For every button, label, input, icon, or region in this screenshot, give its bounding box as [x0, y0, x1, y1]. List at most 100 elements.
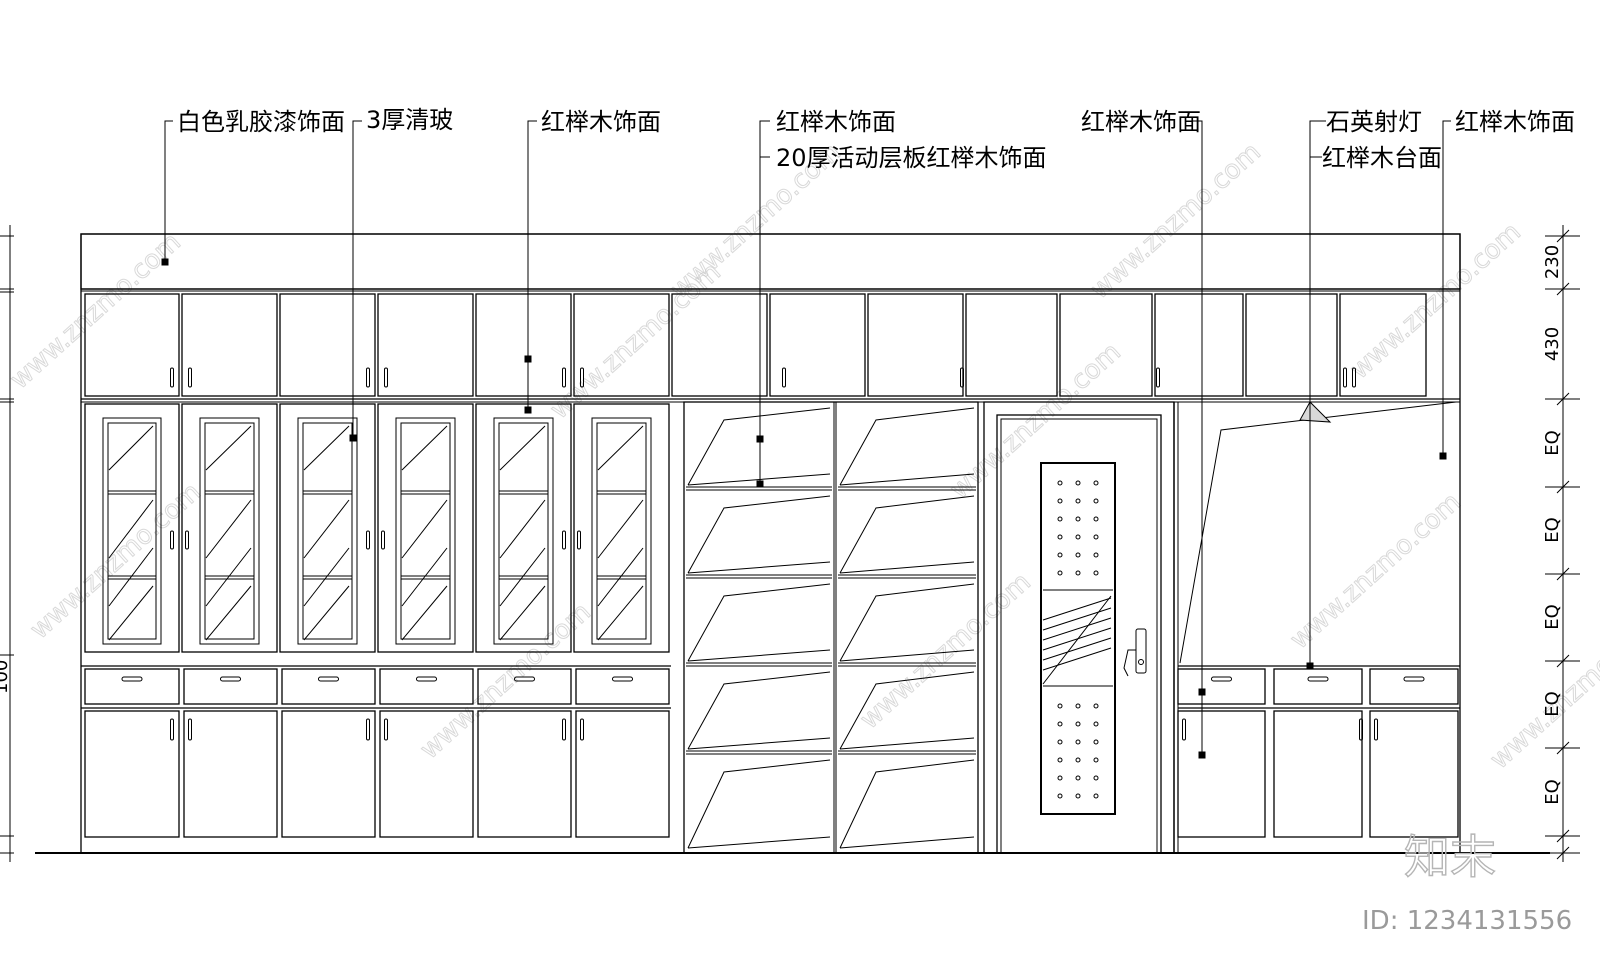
display-board-lip	[687, 737, 831, 750]
door-glass-hatch	[1042, 627, 1112, 651]
dimension-chain-left: 100	[0, 225, 14, 862]
door-glass-hatch	[1042, 597, 1112, 621]
door-glass-hatch	[1042, 647, 1112, 671]
door-stud	[1057, 480, 1063, 486]
glass-panel-inner	[596, 422, 647, 640]
glass-hatch	[108, 547, 154, 607]
drawer-pull	[1307, 676, 1329, 682]
door-handle	[170, 718, 174, 741]
door-stud	[1075, 775, 1081, 781]
drawer-pull	[416, 676, 437, 682]
glass-hatch	[205, 547, 252, 607]
display-board	[687, 583, 831, 662]
display-board-lip	[839, 473, 975, 486]
display-board-lip	[687, 561, 831, 574]
door-stud	[1093, 498, 1099, 504]
door-stud	[1057, 721, 1063, 727]
glass-hatch	[303, 585, 350, 641]
glass-panel-outer	[297, 417, 358, 645]
door-handle	[782, 367, 786, 388]
right-lower-door	[1273, 710, 1363, 838]
display-board-lip	[687, 649, 831, 662]
display-board-lip	[839, 561, 975, 574]
lower-door-panel	[84, 710, 180, 838]
door-glass-hatch	[1042, 607, 1112, 631]
door-glass-hatch	[1042, 637, 1112, 661]
url-watermark: www.znzmo.com	[945, 337, 1127, 505]
upper-door-panel	[181, 293, 278, 397]
door-handle	[562, 530, 566, 550]
door-handle	[562, 718, 566, 741]
door-frame	[983, 401, 1175, 854]
glass-panel-inner	[498, 422, 549, 640]
lower-cabinet-doors	[84, 710, 670, 838]
door-handle	[577, 530, 581, 550]
door-stud	[1075, 793, 1081, 799]
dim-label: 430	[1542, 327, 1563, 361]
url-watermark: www.znzmo.com	[1345, 217, 1527, 385]
dim-tick	[1556, 567, 1570, 581]
drawer-pull	[318, 676, 339, 682]
door-handle	[188, 718, 192, 741]
door-stud	[1093, 757, 1099, 763]
glass-hatch	[401, 425, 448, 471]
glass-hatch	[597, 585, 644, 641]
dim-label: 230	[1542, 245, 1563, 279]
door-stud	[1057, 739, 1063, 745]
glass-hatch	[108, 425, 154, 471]
drawer-front	[281, 668, 376, 705]
glass-hatch	[499, 499, 546, 559]
glass-door-frame	[181, 403, 278, 653]
upper-door-panel	[769, 293, 866, 397]
annotation-labels: 白色乳胶漆饰面 3厚清玻 红榉木饰面 红榉木饰面 20厚活动层板红榉木饰面 红榉…	[177, 106, 1575, 172]
lower-door-panel	[575, 710, 670, 838]
door-stud	[1093, 775, 1099, 781]
glass-hatch	[205, 585, 252, 641]
glass-hatch	[303, 499, 350, 559]
label-adjustable-shelf: 20厚活动层板红榉木饰面	[776, 144, 1047, 172]
display-board-lip	[687, 473, 831, 486]
door-stud	[1057, 498, 1063, 504]
door-stud	[1093, 721, 1099, 727]
door-handle	[1343, 367, 1347, 388]
dim-label: EQ	[1542, 430, 1563, 456]
door-stud	[1075, 721, 1081, 727]
drawer-front	[183, 668, 278, 705]
glass-door-frame	[377, 403, 474, 653]
display-board	[839, 495, 975, 574]
door-handle	[1374, 718, 1378, 741]
door-stud	[1093, 516, 1099, 522]
door-handle	[384, 718, 388, 741]
glass-hatch	[499, 547, 546, 607]
backsplash-panel	[1179, 401, 1457, 664]
door-stud	[1075, 757, 1081, 763]
drawer-pull	[1403, 676, 1425, 682]
display-board	[687, 407, 831, 486]
lower-door-panel	[477, 710, 572, 838]
upper-door-panel	[867, 293, 964, 397]
display-shelves	[683, 401, 979, 854]
upper-door-panel	[1245, 293, 1338, 397]
label-beech-veneer-2: 红榉木饰面	[776, 108, 896, 136]
upper-door-panel	[965, 293, 1058, 397]
glass-door-frame	[573, 403, 670, 653]
display-board	[839, 407, 975, 486]
glass-door-frame	[84, 403, 180, 653]
url-watermark: www.znzmo.com	[1485, 607, 1600, 775]
lower-door-panel	[183, 710, 278, 838]
door-stud	[1075, 534, 1081, 540]
entry-door	[983, 401, 1175, 854]
leader-lines	[161, 120, 1451, 759]
glass-hatch	[205, 499, 252, 559]
glass-panel-outer	[591, 417, 652, 645]
glass-hatch	[401, 499, 448, 559]
door-stud	[1093, 703, 1099, 709]
door-glass-hatch	[1042, 617, 1112, 641]
label-clear-glass: 3厚清玻	[366, 106, 453, 134]
glass-door-frame	[475, 403, 572, 653]
door-stud	[1057, 757, 1063, 763]
door-handle	[1182, 718, 1186, 741]
dim-tick	[1556, 480, 1570, 494]
label-beech-veneer-4: 红榉木饰面	[1455, 108, 1575, 136]
display-board	[839, 583, 975, 662]
